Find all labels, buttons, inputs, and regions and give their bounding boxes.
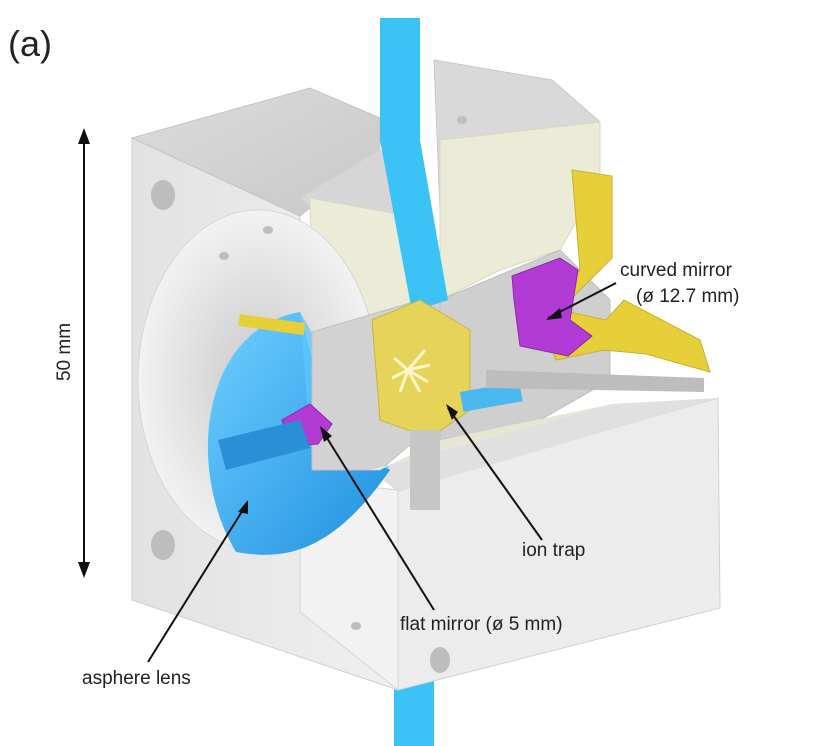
housing-lower-top	[370, 398, 718, 492]
asphere-lens-label: asphere lens	[82, 668, 191, 689]
curved-mirror-size-label: (ø 12.7 mm)	[636, 286, 739, 307]
trap-bore-channel	[460, 381, 523, 412]
flat-mirror-label: flat mirror (ø 5 mm)	[400, 614, 563, 635]
panel-label: (a)	[8, 23, 52, 64]
central-post	[410, 430, 440, 510]
dimension-label: 50 mm	[54, 323, 75, 381]
fiber-top	[380, 18, 420, 140]
ion-trap-label: ion trap	[522, 540, 585, 561]
mounting-holes	[151, 116, 467, 673]
ion-trap-electrodes	[391, 349, 431, 393]
mirror-rod	[486, 370, 704, 392]
curved-mirror	[511, 257, 593, 357]
leader-arrowheads	[238, 308, 562, 514]
lens-rod	[218, 420, 310, 470]
leader-lines	[147, 282, 617, 663]
dimension-arrow	[78, 128, 90, 578]
fiber-middle	[380, 140, 448, 312]
curved-mirror-label: curved mirror	[620, 260, 733, 281]
lens-mount-strip	[238, 313, 306, 336]
